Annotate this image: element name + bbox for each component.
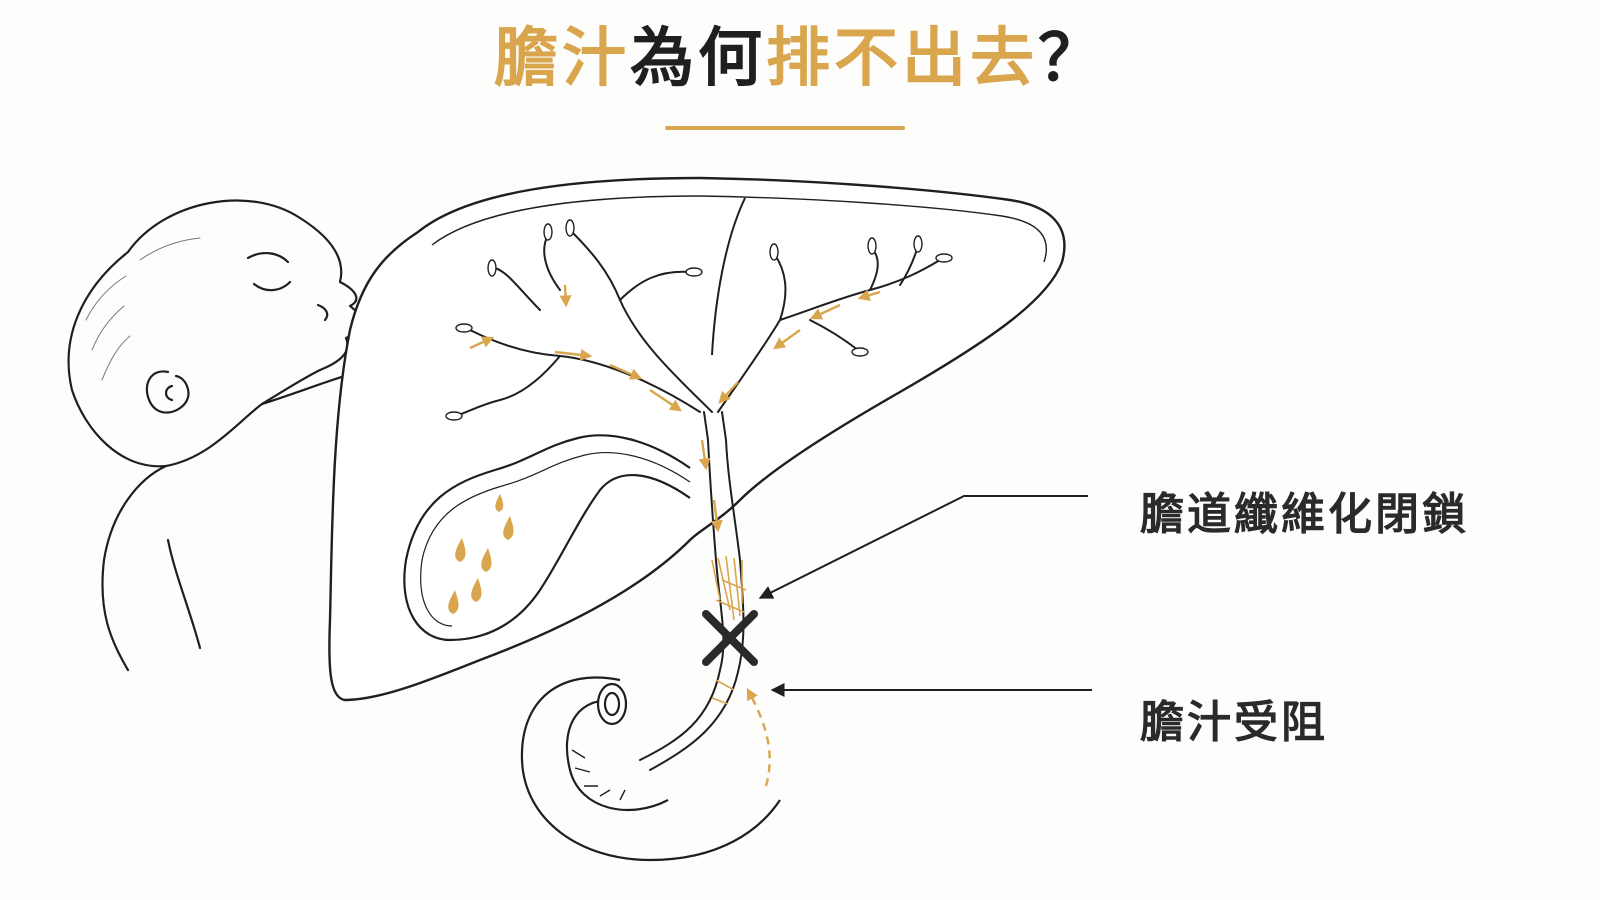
baby-head — [67, 199, 362, 468]
liver-lobe-division — [711, 197, 746, 356]
label-biliary-atresia: 膽道纖維化閉鎖 — [1140, 489, 1469, 540]
duodenum-opening — [596, 682, 628, 726]
duodenum — [520, 676, 781, 862]
gallbladder — [403, 434, 691, 642]
duct-fibrosis — [711, 555, 747, 705]
duct-tips — [445, 219, 953, 421]
gallbladder-outline — [403, 434, 691, 642]
atresia-pointer-line — [758, 495, 1088, 599]
bile-drop — [448, 590, 459, 614]
title-part-question: ？ — [1038, 22, 1106, 96]
blocked-flow-arrow — [746, 687, 771, 787]
bile-flow-arrows — [469, 284, 881, 533]
title-part-why: 為何 — [630, 22, 766, 96]
liver-outline — [328, 176, 1066, 702]
baby-arm — [166, 538, 202, 650]
label-bile-blocked: 膽汁受阻 — [1140, 697, 1328, 748]
bile-drop — [495, 494, 504, 512]
baby-figure — [67, 199, 362, 672]
bile-drop — [481, 548, 492, 572]
bile-drop — [455, 538, 466, 562]
bile-drop — [503, 516, 514, 540]
title-underline — [665, 126, 905, 130]
baby-mouth — [316, 303, 329, 322]
baby-eye — [252, 280, 292, 292]
title-part-bile: 膽汁 — [494, 22, 630, 96]
title-part-cannot-drain: 排不出去 — [766, 22, 1038, 96]
liver — [328, 176, 1066, 702]
blockage-x-icon — [702, 610, 758, 666]
bile-drop — [471, 578, 482, 602]
diagram-title: 膽汁為何排不出去？ — [0, 14, 1600, 104]
baby-eyebrow — [246, 252, 290, 264]
baby-shoulder — [101, 464, 168, 672]
baby-ear — [145, 370, 190, 414]
